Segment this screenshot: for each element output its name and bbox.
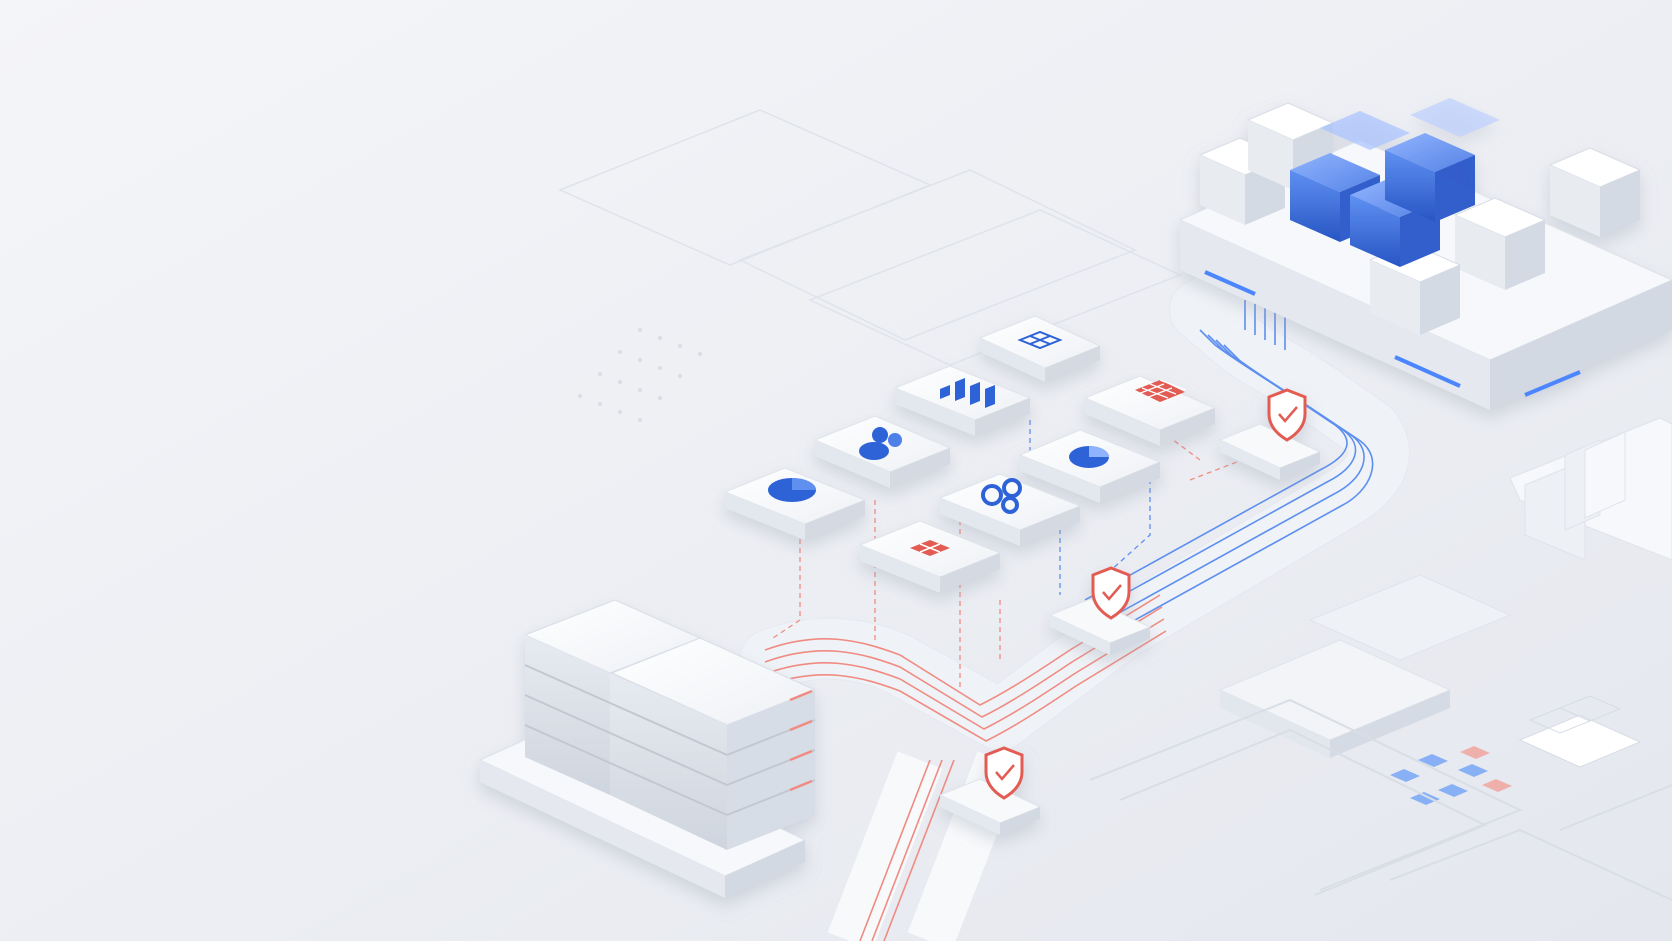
- dot-grid: [578, 328, 702, 422]
- shield-check-icon: [984, 746, 1024, 800]
- server-stack: [478, 599, 817, 898]
- right-side-modules: [1218, 417, 1672, 768]
- shield-check-icon: [1091, 566, 1131, 620]
- background-plates: [558, 109, 1182, 366]
- pie-chart-icon: [768, 478, 816, 502]
- white-cubes: [1198, 102, 1642, 335]
- user-group-icon: [859, 427, 902, 460]
- spreadsheet-icon: [1135, 379, 1187, 402]
- red-data-lines: [764, 594, 1167, 941]
- shield-node-bottom: [938, 746, 1042, 835]
- floating-card-pie-chart-left: [723, 467, 867, 540]
- shield-node-middle: [1048, 566, 1152, 655]
- floating-card-bar-chart: [893, 365, 1032, 436]
- floating-card-gears: [938, 473, 1082, 546]
- pie-chart-icon: [1069, 446, 1109, 468]
- server-led-strips: [789, 689, 813, 792]
- cube-platform-blue-led: [1204, 270, 1581, 397]
- floating-card-grid-panel: [978, 315, 1102, 382]
- lower-right-outline-paths: [1089, 698, 1672, 901]
- bar-chart-icon: [940, 378, 995, 408]
- blue-cubes: [1290, 98, 1500, 267]
- floating-card-pie-chart-right: [1018, 429, 1162, 503]
- floating-card-spreadsheet: [1083, 375, 1217, 446]
- grid-panel-icon: [1017, 330, 1063, 350]
- data-cube-cluster: [1178, 98, 1672, 410]
- shield-node-top: [1218, 388, 1322, 480]
- floating-card-split-grid: [858, 520, 1002, 593]
- small-cubes-cluster: [1390, 746, 1512, 805]
- shield-check-icon: [1267, 388, 1307, 442]
- floating-card-user-group: [813, 415, 952, 488]
- blue-data-lines: [1084, 300, 1374, 637]
- gears-icon: [981, 478, 1022, 514]
- split-grid-icon: [910, 540, 950, 556]
